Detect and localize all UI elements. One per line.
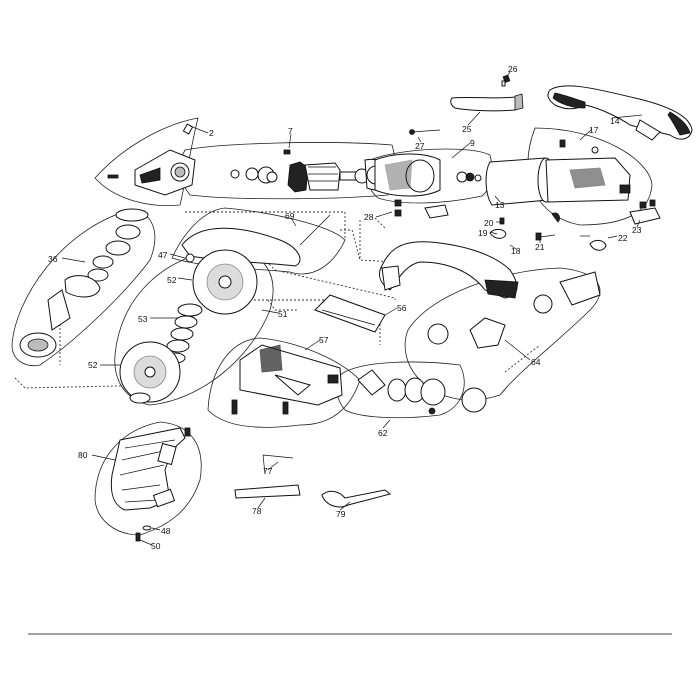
callout-20: 20 (484, 218, 494, 228)
callout-22: 22 (618, 233, 628, 243)
callout-26: 26 (508, 64, 518, 74)
part-53-spacer-stack (164, 303, 203, 364)
part-22-spring (580, 235, 607, 251)
part-64-dust-port (427, 271, 601, 413)
part-25-grip (450, 93, 524, 112)
callout-2: 2 (209, 128, 214, 138)
outline-part-36 (11, 209, 156, 367)
part-77-hex-key (262, 454, 294, 475)
callout-23: 23 (632, 225, 642, 235)
callout-51: 51 (278, 309, 288, 319)
callout-27: 27 (415, 141, 425, 151)
part-23-brush-holder (629, 199, 661, 225)
outline-part-62 (336, 361, 465, 419)
callout-labels: 26 25 14 2 7 27 9 17 13 69 28 20 19 21 2… (48, 64, 642, 551)
callout-17: 17 (589, 125, 599, 135)
part-19-bracket (489, 228, 507, 239)
callout-77: 77 (263, 466, 273, 476)
part-18-hose (379, 241, 519, 299)
part-21-screw (535, 232, 556, 241)
outline-part-9 (366, 148, 493, 204)
callout-36: 36 (48, 254, 58, 264)
part-7-armature (230, 149, 391, 193)
outline-part-80 (94, 421, 202, 536)
part-2-switch-housing (107, 123, 196, 196)
part-50-screw (135, 532, 141, 542)
part-9-stator (374, 153, 482, 197)
part-28-switch (394, 199, 449, 219)
part-79-wrench (321, 489, 392, 508)
part-13-motor-housing (485, 139, 631, 223)
callout-9: 9 (470, 138, 475, 148)
callout-21: 21 (535, 242, 545, 252)
callout-80: 80 (78, 450, 88, 460)
callout-53: 53 (138, 314, 148, 324)
callout-18: 18 (511, 246, 521, 256)
assembly-dashed-lines (14, 211, 541, 389)
callout-7: 7 (288, 126, 293, 136)
callout-25: 25 (462, 124, 472, 134)
callout-57: 57 (319, 335, 329, 345)
callout-52-top: 52 (167, 275, 177, 285)
callout-47: 47 (158, 250, 168, 260)
part-48-washer (142, 525, 152, 531)
callout-14: 14 (610, 116, 620, 126)
part-20-screw (499, 217, 505, 225)
callout-56: 56 (397, 303, 407, 313)
callout-50: 50 (151, 541, 161, 551)
part-26-screw (501, 74, 511, 87)
part-80-cable-loop (110, 427, 191, 511)
part-78-ruler (234, 484, 301, 499)
part-52-blade-bottom (119, 341, 181, 404)
callout-78: 78 (252, 506, 262, 516)
callout-62: 62 (378, 428, 388, 438)
callout-13: 13 (495, 200, 505, 210)
callout-64: 64 (531, 357, 541, 367)
outline-part-7 (179, 142, 396, 200)
callout-28: 28 (364, 212, 374, 222)
callout-79: 79 (336, 509, 346, 519)
callout-52-bottom: 52 (88, 360, 98, 370)
part-52-blade-top (192, 249, 258, 315)
part-14-handle (547, 85, 693, 141)
part-62-flange-set (357, 369, 446, 415)
part-36-spindle (19, 208, 149, 358)
outline-part-2 (94, 117, 199, 206)
callout-19: 19 (478, 228, 488, 238)
part-56-guide (314, 294, 386, 333)
leader-lines (61, 71, 643, 546)
callout-69: 69 (285, 211, 295, 221)
part-57-base (231, 344, 343, 415)
callout-48: 48 (161, 526, 171, 536)
part-27-pin (409, 129, 441, 135)
